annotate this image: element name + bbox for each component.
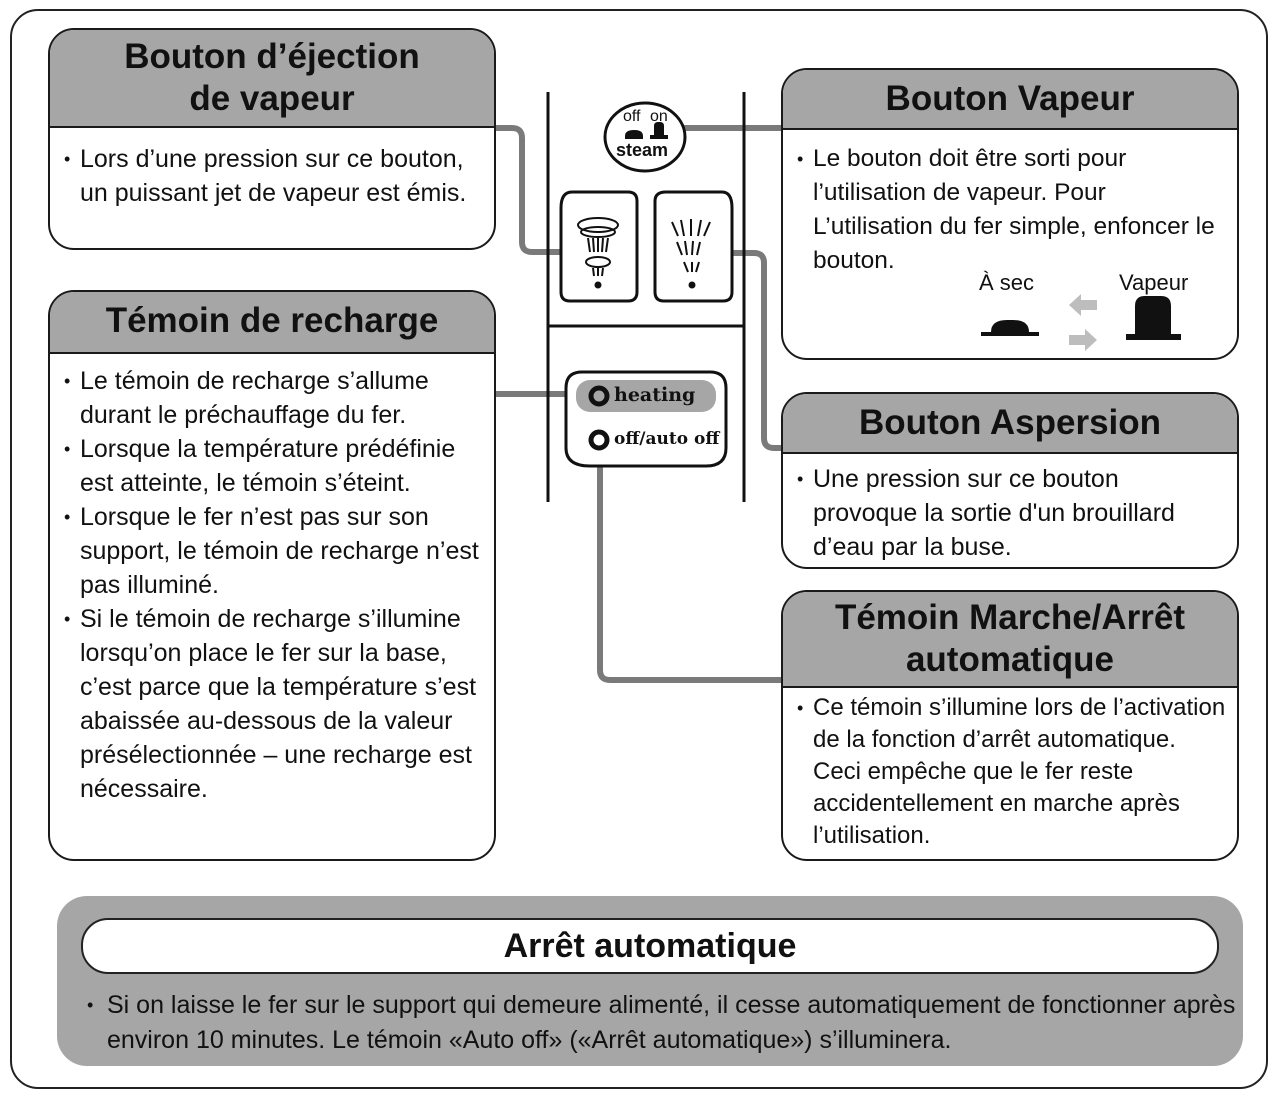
position-diagram [981,294,1181,351]
recharge-indicator-box: Témoin de recharge Le témoin de recharge… [48,290,496,861]
list-item: Le bouton doit être sorti pour l’utilisa… [783,142,1229,278]
list-item: Si le témoin de recharge s’illumine lors… [50,602,480,806]
list-item: Le témoin de recharge s’allume durant le… [50,364,480,432]
dry-position-icon [981,320,1039,336]
ejection-button-box: Bouton d’éjection de vapeur Lors d’une p… [48,28,496,250]
swap-arrows-icon [1069,294,1097,351]
auto-off-title: Arrêt automatique [81,918,1219,974]
steam-position-icon [1126,296,1181,340]
steam-button-box: Bouton Vapeur Le bouton doit être sorti … [781,68,1239,360]
auto-off-indicator-title: Témoin Marche/Arrêt automatique [783,592,1237,688]
page-frame [10,9,1268,1089]
heating-label: heating [614,384,696,406]
list-item: Lorsque le fer n’est pas sur son support… [50,500,480,602]
ejection-button-title: Bouton d’éjection de vapeur [50,30,494,128]
steam-button-title: Bouton Vapeur [783,70,1237,130]
recharge-indicator-title: Témoin de recharge [50,292,494,354]
connector-aspersion [730,250,783,451]
spray-button-title: Bouton Aspersion [783,394,1237,454]
connector-marche [597,440,783,683]
auto-off-indicator-box: Témoin Marche/Arrêt automatique Ce témoi… [781,590,1239,861]
connector-ejection [495,125,575,255]
spray-button-box: Bouton Aspersion Une pression sur ce bou… [781,392,1239,569]
list-item: Ce témoin s’illumine lors de l’activatio… [783,692,1227,852]
auto-off-text: Si on laisse le fer sur le support qui d… [87,988,1257,1058]
list-item: Lors d’une pression sur ce bouton, un pu… [50,142,484,210]
steam-switch-label: steam [616,140,669,160]
list-item: Lorsque la température prédéfinie est at… [50,432,480,500]
auto-off-panel: Arrêt automatique Si on laisse le fer su… [57,896,1243,1066]
auto-off-label: off/auto off [614,429,720,449]
steam-switch-on-label: on [650,108,668,125]
dry-label: À sec [979,270,1035,295]
list-item: Une pression sur ce bouton provoque la s… [783,462,1229,564]
steam-label: Vapeur [1119,270,1189,295]
steam-switch-off-label: off [623,108,641,125]
